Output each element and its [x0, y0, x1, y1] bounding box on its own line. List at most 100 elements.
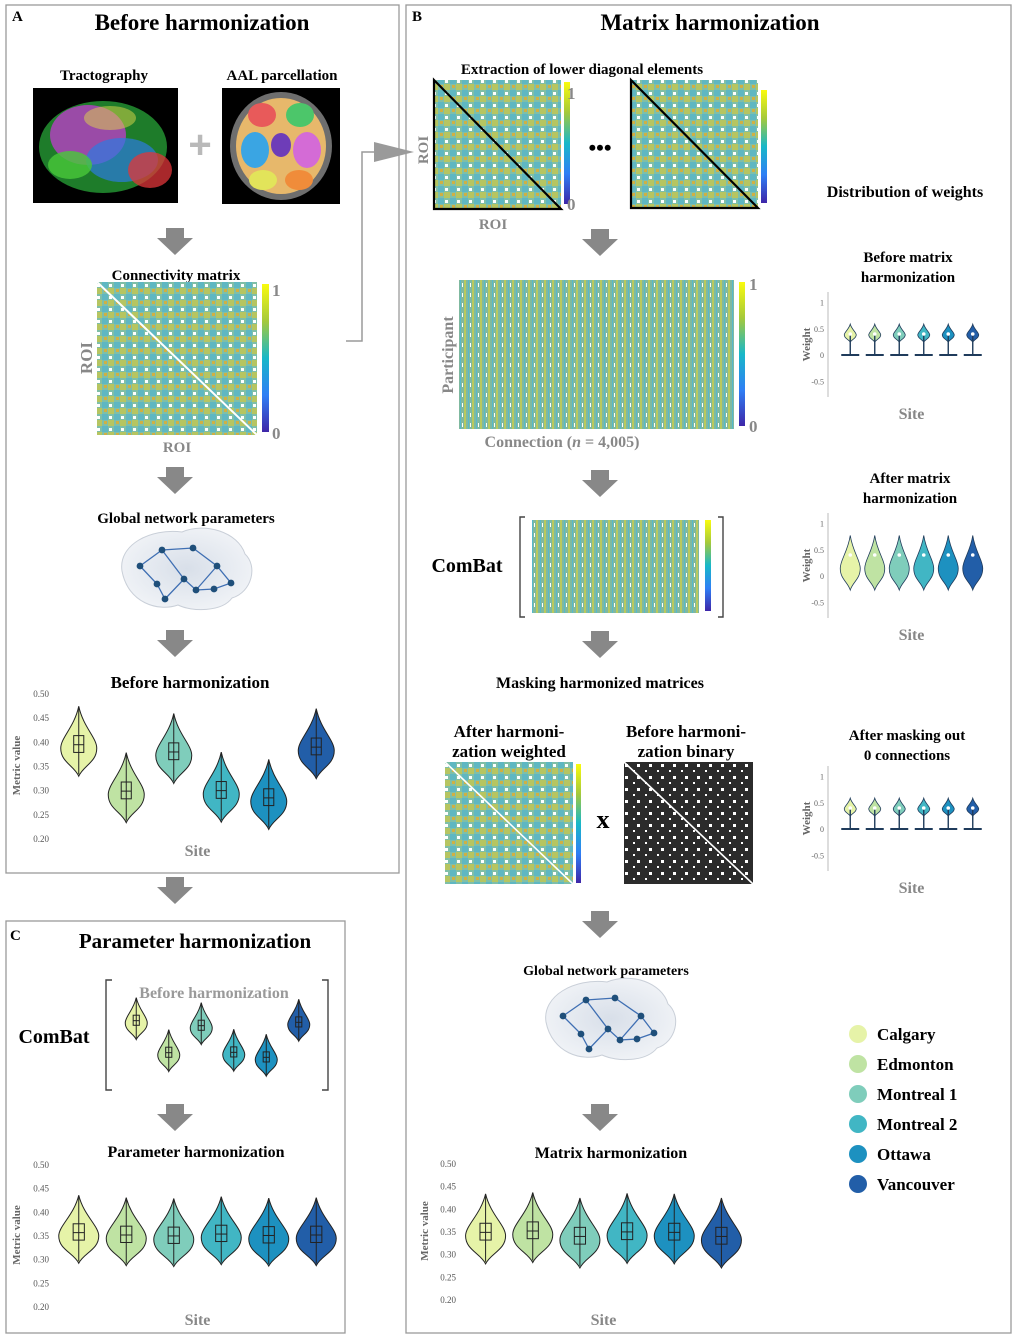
- weight-violin: [962, 535, 984, 592]
- combat-matrix: [532, 520, 699, 613]
- y-tick-label: 0.25: [33, 1278, 49, 1288]
- combat-label-c: ComBat: [18, 1026, 89, 1048]
- weight-tick-label: 1: [820, 773, 824, 782]
- dist2-l1: After matrix: [870, 471, 951, 487]
- bracket-right-c: [322, 979, 329, 1091]
- connector-arrowhead: [374, 142, 414, 162]
- arrow-ac: [157, 877, 193, 904]
- before-binary-l2: zation binary: [638, 742, 735, 761]
- weight-tick-label: 0.5: [814, 325, 824, 334]
- dist2-l2: harmonization: [863, 491, 958, 507]
- aal-parcellation-image: [222, 88, 340, 204]
- violin-box: [262, 1226, 275, 1244]
- arrow-b3: [582, 631, 618, 658]
- dist3-l1: After masking out: [849, 728, 965, 744]
- weight-tick-label: 1: [820, 520, 824, 529]
- x-axis-label: Site: [591, 1312, 617, 1329]
- violin-box: [479, 1222, 492, 1241]
- colorbar-b5: [576, 764, 581, 883]
- weight-tick-label: -0.5: [811, 377, 824, 386]
- weight-tick-label: 1: [820, 299, 824, 308]
- weight-median: [970, 553, 975, 557]
- violin-box: [120, 781, 132, 800]
- violin-box: [715, 1226, 728, 1245]
- violin-box: [310, 1225, 323, 1243]
- y-axis-label: Metric value: [419, 1201, 431, 1261]
- weight-median: [872, 332, 877, 336]
- after-weighted-l2: zation weighted: [452, 742, 566, 761]
- matrix-diagonal: [96, 281, 258, 436]
- y-tick-label: 0.25: [33, 810, 49, 820]
- down-arrows: [157, 228, 618, 1131]
- arrow-b5: [582, 1104, 618, 1131]
- arrow-a3: [157, 630, 193, 657]
- weight-site-label: Site: [899, 880, 925, 897]
- y-tick-label: 0.35: [440, 1227, 456, 1237]
- colorbar-b3: [739, 282, 745, 426]
- arrow-a2: [157, 467, 193, 494]
- roi-x-label-b: ROI: [479, 217, 508, 233]
- legend-label: Edmonton: [877, 1055, 954, 1074]
- plus-sign: +: [188, 123, 211, 167]
- legend-swatch: [849, 1085, 867, 1103]
- ellipsis: •••: [588, 135, 611, 160]
- y-tick-label: 0.40: [33, 1207, 49, 1217]
- weight-tick-label: -0.5: [811, 598, 824, 607]
- gnp-title-a: Global network parameters: [97, 511, 275, 527]
- connector-a-to-b: [346, 151, 398, 342]
- y-tick-label: 0.25: [440, 1272, 456, 1282]
- y-tick-label: 0.50: [33, 689, 49, 699]
- arrow-b4: [582, 911, 618, 938]
- violin-box: [167, 1226, 180, 1244]
- violin-title-a: Before harmonization: [111, 673, 270, 692]
- violin-box: [72, 1223, 85, 1241]
- y-tick-label: 0.20: [33, 1302, 49, 1312]
- weight-axis-label: Weight: [801, 327, 813, 361]
- brain-network-a: [121, 527, 253, 611]
- violin-box: [620, 1222, 634, 1241]
- weight-axis-label: Weight: [801, 548, 813, 582]
- violin-box: [573, 1226, 587, 1245]
- y-tick-label: 0.45: [33, 1184, 49, 1194]
- colorbar-a-min: 0: [272, 424, 281, 443]
- tractography-label: Tractography: [60, 68, 149, 84]
- aal-label: AAL parcellation: [227, 68, 339, 84]
- roi-y-label-a: ROI: [77, 342, 96, 375]
- weight-tick-label: 0: [820, 572, 824, 581]
- bracket-left-b: [519, 516, 525, 618]
- panel-b-title: Matrix harmonization: [600, 10, 819, 35]
- violin-box: [310, 737, 322, 756]
- weight-violin: [913, 535, 935, 592]
- y-tick-label: 0.30: [440, 1250, 456, 1260]
- violin-box: [120, 1225, 133, 1243]
- weight-site-label: Site: [899, 627, 925, 644]
- violin-title-b: Matrix harmonization: [535, 1145, 688, 1162]
- violin-box: [168, 742, 180, 761]
- colorbar-b2: [761, 90, 767, 203]
- weight-median: [970, 806, 975, 810]
- colorbar-b1-min: 0: [567, 195, 576, 214]
- colorbar-b1-max: 1: [567, 84, 576, 103]
- legend-swatch: [849, 1145, 867, 1163]
- dist1-l2: harmonization: [861, 270, 956, 286]
- panel-a-title: Before harmonization: [95, 10, 310, 35]
- participant-matrix: [459, 280, 734, 429]
- dist1-l1: Before matrix: [863, 250, 953, 266]
- violin-box: [215, 781, 227, 799]
- panel-a-letter: A: [12, 9, 23, 25]
- weight-median: [872, 806, 877, 810]
- bracket-left-c: [105, 979, 112, 1091]
- y-tick-label: 0.40: [33, 737, 49, 747]
- colorbar-a-max: 1: [272, 281, 281, 300]
- y-axis-label: Metric value: [11, 736, 23, 796]
- y-tick-label: 0.35: [33, 1231, 49, 1241]
- colorbar-b3-max: 1: [749, 275, 758, 294]
- dist-title: Distribution of weights: [827, 184, 983, 201]
- weight-violin: [888, 535, 910, 592]
